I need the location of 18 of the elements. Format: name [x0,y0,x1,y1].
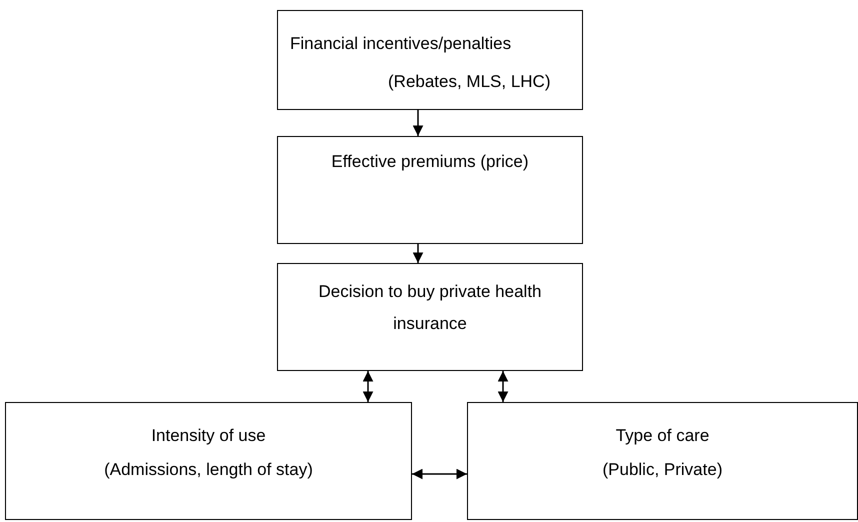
process-box [277,263,583,371]
process-box [277,10,583,110]
arrow [412,244,424,263]
arrow [412,110,424,136]
process-box [467,402,858,520]
box-text: (Public, Private) [602,458,724,480]
arrow [412,468,467,480]
arrow [362,371,374,402]
arrow [498,371,508,402]
box-text: (Admissions, length of stay) [103,458,314,480]
box-text: Intensity of use [150,425,267,447]
box-text: Effective premiums (price) [330,151,530,173]
box-text: Financial incentives/penalties [289,33,512,55]
process-box [5,402,412,520]
box-text: (Rebates, MLS, LHC) [387,70,552,92]
box-text: Decision to buy private health insurance [317,281,543,335]
box-text: Type of care [614,425,710,447]
process-box [277,136,583,244]
